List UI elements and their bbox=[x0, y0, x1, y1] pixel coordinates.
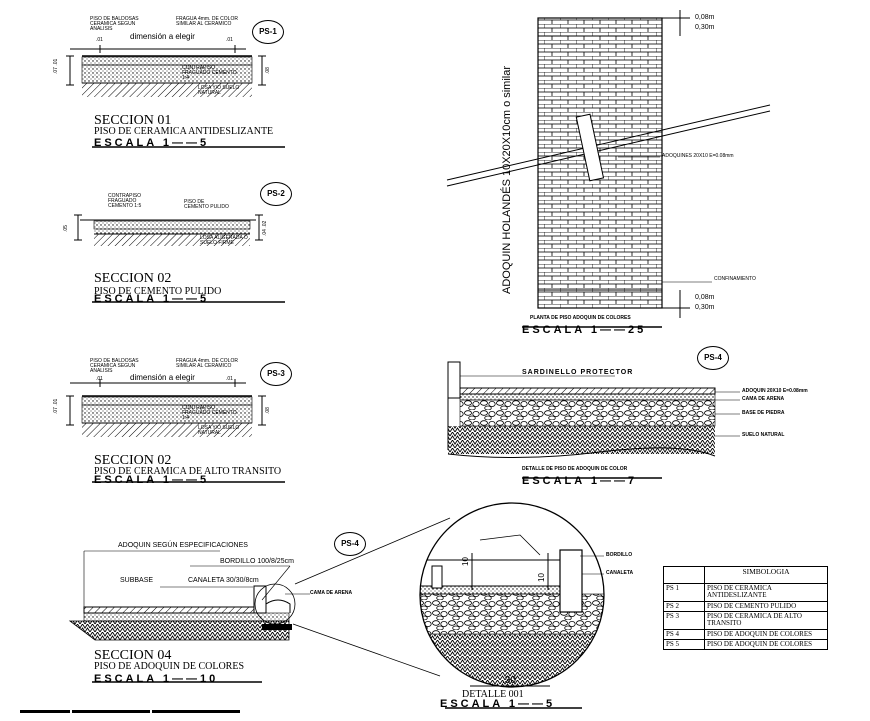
zoom-scale: ESCALA 1——5 bbox=[440, 698, 556, 710]
zoom-detail-drawing bbox=[419, 502, 605, 709]
table-row: PS 5 PISO DE ADOQUIN DE COLORES bbox=[663, 639, 828, 651]
sec4-title: SECCION 04 bbox=[94, 648, 172, 663]
tag-ps3: PS-3 bbox=[260, 362, 292, 386]
simbologia-desc: PISO DE ADOQUIN DE COLORES bbox=[704, 639, 828, 651]
detail-layer-c: BASE DE PIEDRA bbox=[742, 410, 785, 416]
sec3-dim-small-right: .01 bbox=[226, 376, 233, 382]
zoom-dim-b: 10 bbox=[537, 573, 546, 582]
plan-dim-bot-a: 0,08m bbox=[695, 294, 715, 301]
simbologia-code: PS 1 bbox=[663, 583, 705, 602]
sec4-scale: ESCALA 1——10 bbox=[94, 673, 219, 685]
plan-dim-top-a: 0,08m bbox=[695, 14, 715, 21]
simbologia-desc: PISO DE CERAMICA ANTIDESLIZANTE bbox=[704, 583, 828, 602]
table-row: PS 4 PISO DE ADOQUIN DE COLORES bbox=[663, 628, 828, 641]
simbologia-code: PS 2 bbox=[663, 600, 705, 613]
zoom-label-a: BORDILLO bbox=[606, 552, 633, 558]
sec2-subtitle: PISO DE CEMENTO PULIDO bbox=[94, 286, 222, 297]
zoom-title: DETALLE 001 bbox=[462, 689, 524, 700]
detail-layer-d: SUELO NATURAL bbox=[742, 432, 785, 438]
sec2-note-b: PISO DE CEMENTO PULIDO bbox=[184, 199, 229, 210]
sec3-dim-small-left: .01 bbox=[96, 376, 103, 382]
sec3-subtitle: PISO DE CERAMICA DE ALTO TRANSITO bbox=[94, 466, 282, 477]
plan-dim-top-b: 0,30m bbox=[695, 24, 715, 31]
sec1-note-a: PISO DE BALDOSAS CERAMICA SEGUN ANALISIS bbox=[90, 16, 139, 32]
detail-title: DETALLE DE PISO DE ADOQUIN DE COLOR bbox=[522, 466, 628, 472]
tag-ps2: PS-2 bbox=[260, 182, 292, 206]
simbologia-desc: PISO DE CEMENTO PULIDO bbox=[704, 600, 828, 613]
sec3-note-c: CONTRAPISO FRAGUADO CEMENTO 1:4 bbox=[182, 405, 237, 421]
simbologia-code: PS 5 bbox=[663, 639, 705, 651]
zoom-dim-a: 10 bbox=[461, 557, 470, 566]
plan-paver-drawing bbox=[446, 10, 771, 328]
section-04-drawing bbox=[68, 517, 451, 683]
section-03-drawing bbox=[66, 379, 285, 483]
paver-detail-drawing bbox=[447, 361, 740, 479]
detail-scale: ESCALA 1——7 bbox=[522, 475, 638, 487]
plan-vertical-label: ADOQUIN HOLANDÉS 10X20X10cm o similar bbox=[501, 65, 513, 294]
table-row: PS 1 PISO DE CERAMICA ANTIDESLIZANTE bbox=[663, 583, 828, 602]
sec1-scale: ESCALA 1——5 bbox=[94, 137, 210, 149]
sec4-label-b: BORDILLO 100/8/25cm bbox=[220, 558, 294, 565]
sec3-dim-text: dimensión a elegir bbox=[130, 373, 195, 382]
plan-dim-bot-b: 0,30m bbox=[695, 304, 715, 311]
tag-ps1: PS-1 bbox=[252, 20, 284, 44]
sec1-dim-left: .07 .01 bbox=[53, 58, 59, 74]
plan-note-bottom: CONFINAMIENTO bbox=[714, 276, 756, 282]
sec1-note-c: CONTRAPISO FRAGUADO CEMENTO 1:4 bbox=[182, 65, 237, 81]
sec3-note-d: LOSA Y/O SUELO NATURAL bbox=[198, 425, 240, 436]
simbologia-code: PS 3 bbox=[663, 611, 705, 630]
plan-scale: ESCALA 1——25 bbox=[522, 324, 647, 336]
sec2-title: SECCION 02 bbox=[94, 271, 172, 286]
table-row: PS 2 PISO DE CEMENTO PULIDO bbox=[663, 600, 828, 613]
simbologia-desc: PISO DE ADOQUIN DE COLORES bbox=[704, 628, 828, 641]
simbologia-header-row: SIMBOLOGIA bbox=[663, 566, 828, 584]
tag-ps4-detail: PS-4 bbox=[697, 346, 729, 370]
sec2-note-c: LOSA ALIGERADA O SUELO FIRME bbox=[200, 235, 248, 246]
sec3-title: SECCION 02 bbox=[94, 453, 172, 468]
simbologia-table: SIMBOLOGIA PS 1 PISO DE CERAMICA ANTIDES… bbox=[663, 566, 828, 651]
sec3-dim-left: .07 .01 bbox=[53, 398, 59, 414]
sec4-label-e: CAMA DE ARENA bbox=[310, 590, 353, 596]
sec1-dim-small-left: .01 bbox=[96, 37, 103, 43]
sec3-scale: ESCALA 1——5 bbox=[94, 474, 210, 486]
table-row: PS 3 PISO DE CERAMICA DE ALTO TRANSITO bbox=[663, 611, 828, 630]
sec1-dim-right: .08 bbox=[265, 67, 271, 74]
sec1-dim-small-right: .01 bbox=[226, 37, 233, 43]
section-01-drawing bbox=[66, 45, 285, 148]
sec4-label-d: CANALETA 30/30/8cm bbox=[188, 577, 259, 584]
sec2-note-a: CONTRAPISO FRAGUADO CEMENTO 1:5 bbox=[108, 193, 142, 209]
simbologia-header-blank bbox=[663, 566, 705, 584]
sec2-dim-right: .04 .02 bbox=[262, 220, 268, 236]
sec4-label-c: SUBBASE bbox=[120, 577, 154, 584]
detail-layer-b: CAMA DE ARENA bbox=[742, 396, 785, 402]
detail-layer-a: ADOQUIN 20X10 E=0.08mm bbox=[742, 388, 808, 394]
sec4-label-a: ADOQUIN SEGÚN ESPECIFICACIONES bbox=[118, 542, 248, 549]
sec1-subtitle: PISO DE CERAMICA ANTIDESLIZANTE bbox=[94, 126, 274, 137]
tag-ps4-section: PS-4 bbox=[334, 532, 366, 556]
sec1-dim-text: dimensión a elegir bbox=[130, 32, 195, 41]
sec3-note-a: PISO DE BALDOSAS CERAMICA SEGUN ANALISIS bbox=[90, 358, 139, 374]
section-02-drawing bbox=[74, 214, 285, 303]
sec3-dim-right: .08 bbox=[265, 407, 271, 414]
zoom-dim-bottom: .30 bbox=[502, 675, 516, 686]
sec4-subtitle: PISO DE ADOQUIN DE COLORES bbox=[94, 661, 245, 672]
sec2-dim-left: .05 bbox=[63, 225, 69, 232]
sec2-scale: ESCALA 1——5 bbox=[94, 293, 210, 305]
zoom-label-b: CANALETA bbox=[606, 570, 634, 576]
sec3-note-b: FRAGUA 4mm. DE COLOR SIMILAR AL CERAMICO bbox=[176, 358, 238, 369]
simbologia-code: PS 4 bbox=[663, 628, 705, 641]
sec1-title: SECCION 01 bbox=[94, 113, 172, 128]
simbologia-header: SIMBOLOGIA bbox=[704, 566, 828, 584]
detail-curb-label: SARDINELLO PROTECTOR bbox=[522, 369, 634, 376]
sec1-note-b: FRAGUA 4mm. DE COLOR SIMILAR AL CERAMICO bbox=[176, 16, 238, 27]
simbologia-desc: PISO DE CERAMICA DE ALTO TRANSITO bbox=[704, 611, 828, 630]
plan-title: PLANTA DE PISO ADOQUIN DE COLORES bbox=[530, 315, 631, 321]
title-block-fragment bbox=[20, 709, 240, 714]
sec1-note-d: LOSA Y/O SUELO NATURAL bbox=[198, 85, 240, 96]
plan-note-right: ADOQUINES 20X10 E=0.08mm bbox=[662, 153, 734, 159]
